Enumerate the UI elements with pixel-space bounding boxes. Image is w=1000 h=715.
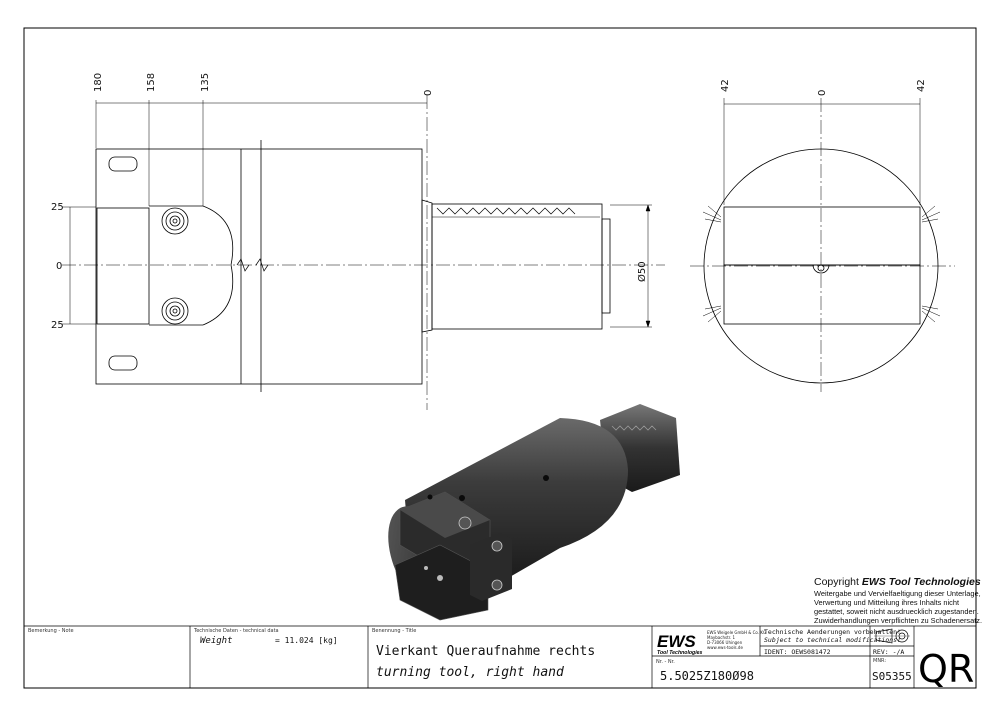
copyright-brand: EWS Tool Technologies (862, 576, 981, 588)
copyright-line-3: gestattet, soweit nicht ausdruecklich zu… (814, 607, 979, 616)
front-view (95, 140, 611, 392)
copyright-prefix: Copyright (814, 576, 862, 588)
part-number: 5.5025Z180Ø98 (660, 669, 754, 683)
dim-25-top: 25 (51, 202, 64, 213)
dim-0-left: 0 (56, 261, 62, 272)
company-line-2: Maybachstr. 1 (707, 635, 735, 640)
title-german: Vierkant Queraufnahme rechts (376, 644, 595, 659)
dim-0-top: 0 (423, 90, 434, 96)
copyright-notice: Copyright EWS Tool Technologies Weiterga… (814, 576, 982, 625)
mnr-label: MNR: (873, 658, 886, 664)
company-line-3: D-73066 Uhingen (707, 640, 743, 645)
copyright-line-4: Zuwiderhandlungen verpflichten zu Schade… (814, 616, 982, 625)
title-label: Benennung - Title (372, 628, 416, 634)
company-line-1: EWS Weigele GmbH & Co. KG (707, 630, 766, 635)
tech-data-label: Technische Daten - technical data (193, 628, 279, 634)
tool-3d-render (388, 404, 680, 621)
ident-number: IDENT: OEWS081472 (764, 648, 831, 656)
number-label: Nr. - Nr. (656, 659, 675, 665)
drawing-frame (23, 27, 977, 689)
revision: REV: -/A (873, 648, 904, 656)
remark-label: Bemerkung - Note (28, 628, 74, 634)
svg-text:Copyright EWS Tool Technologie: Copyright EWS Tool Technologies (814, 576, 981, 588)
dim-135: 135 (200, 73, 211, 92)
ews-logo-sub: Tool Technologies (657, 650, 703, 656)
dim-180: 180 (93, 73, 104, 92)
notice-german: Technische Aenderungen vorbehalten! (764, 628, 901, 636)
weight-value: = 11.024 [kg] (275, 636, 338, 645)
drawing-code: QR (918, 647, 974, 691)
dimension-lines-side (723, 98, 921, 205)
dim-25-bottom: 25 (51, 320, 64, 331)
dim-diameter: Ø50 (636, 261, 648, 282)
ews-logo: EWS (657, 632, 696, 651)
dim-42-left: 42 (720, 79, 731, 92)
copyright-line-1: Weitergabe und Vervielfaeltigung dieser … (814, 589, 981, 598)
dimension-lines-front (62, 100, 652, 328)
dim-158: 158 (146, 73, 157, 92)
title-block (24, 625, 976, 688)
dim-42-right: 42 (916, 79, 927, 92)
notice-english: Subject to technical modifications! (764, 636, 901, 644)
center-lines-side (690, 98, 955, 392)
weight-label: Weight (200, 636, 233, 646)
company-line-4: www.ews-tools.de (707, 645, 743, 650)
dim-0-side: 0 (817, 90, 828, 96)
copyright-line-2: Verwertung und Mitteilung ihres Inhalts … (814, 598, 959, 607)
center-lines-front (62, 95, 665, 410)
mnr-number: S05355 (872, 670, 912, 683)
title-english: turning tool, right hand (376, 665, 564, 680)
